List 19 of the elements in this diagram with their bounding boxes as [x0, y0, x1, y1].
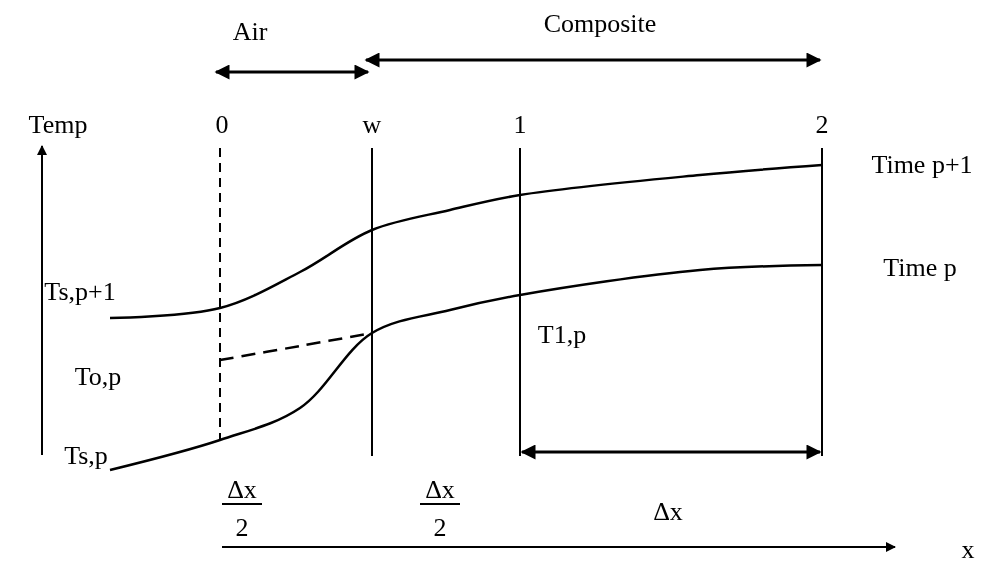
fraction-numerator: Δx — [425, 477, 455, 503]
fraction-denominator: 2 — [433, 515, 447, 541]
curve-label: Time p — [883, 255, 957, 281]
region-label: Air — [232, 19, 268, 45]
position-label: 0 — [215, 112, 229, 138]
temperature-label: To,p — [74, 364, 122, 390]
position-label: 1 — [513, 112, 527, 138]
position-label: w — [362, 112, 382, 138]
dimension-label: Δx — [653, 499, 683, 525]
position-label: 2 — [815, 112, 829, 138]
region-label: Composite — [543, 11, 657, 37]
temperature-label: T1,p — [537, 322, 587, 348]
temperature-label: Ts,p — [64, 443, 108, 469]
axis-label: Temp — [28, 112, 88, 138]
fraction-numerator: Δx — [227, 477, 257, 503]
temperature-label: Ts,p+1 — [44, 279, 116, 305]
axis-label: x — [961, 537, 975, 563]
curve-label: Time p+1 — [871, 152, 973, 178]
fraction-denominator: 2 — [235, 515, 249, 541]
